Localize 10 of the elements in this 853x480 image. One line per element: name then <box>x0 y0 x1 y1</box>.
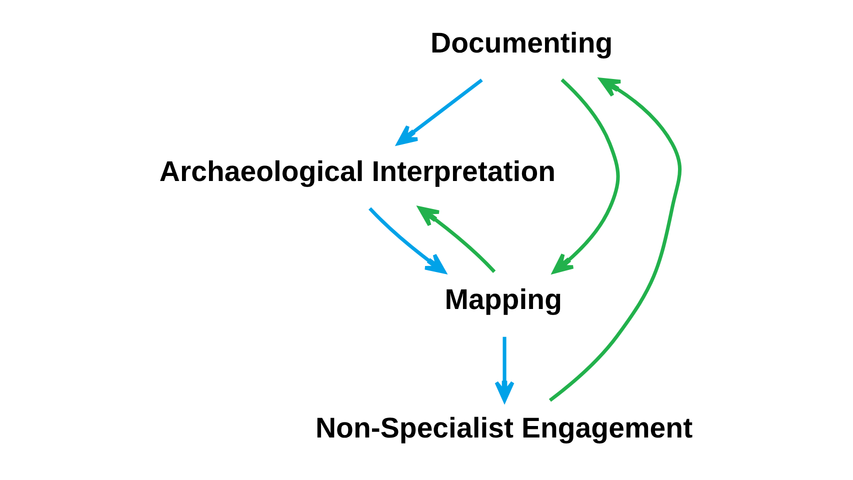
node-text: Documenting <box>430 27 613 60</box>
arrow <box>548 78 682 402</box>
arrow <box>368 207 446 274</box>
arrow <box>418 206 496 273</box>
arrow <box>494 336 514 402</box>
node-text: Mapping <box>444 284 562 316</box>
arrow <box>552 78 620 274</box>
node-text: Non-Specialist Engagement <box>315 412 693 445</box>
node-text: Archaeological Interpretation <box>159 156 556 188</box>
arrow <box>396 78 483 146</box>
